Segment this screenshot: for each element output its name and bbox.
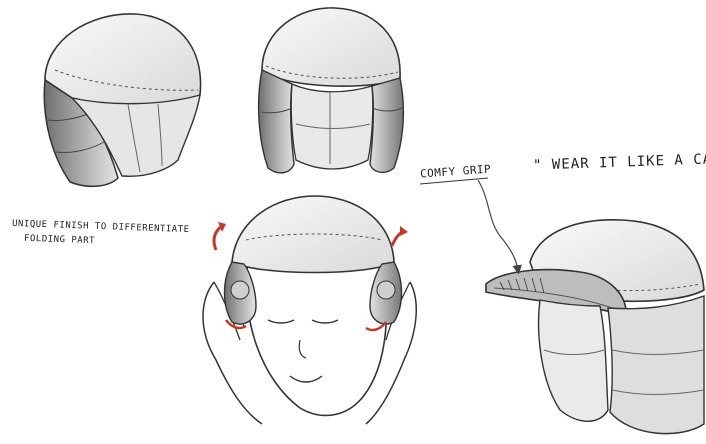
helmet-cap-view	[486, 220, 704, 434]
comfy-grip-leader-line	[478, 180, 518, 270]
helmet-on-head-view	[203, 196, 416, 424]
helmet-folded-view	[44, 14, 200, 186]
helmet-rear-view	[259, 8, 404, 173]
